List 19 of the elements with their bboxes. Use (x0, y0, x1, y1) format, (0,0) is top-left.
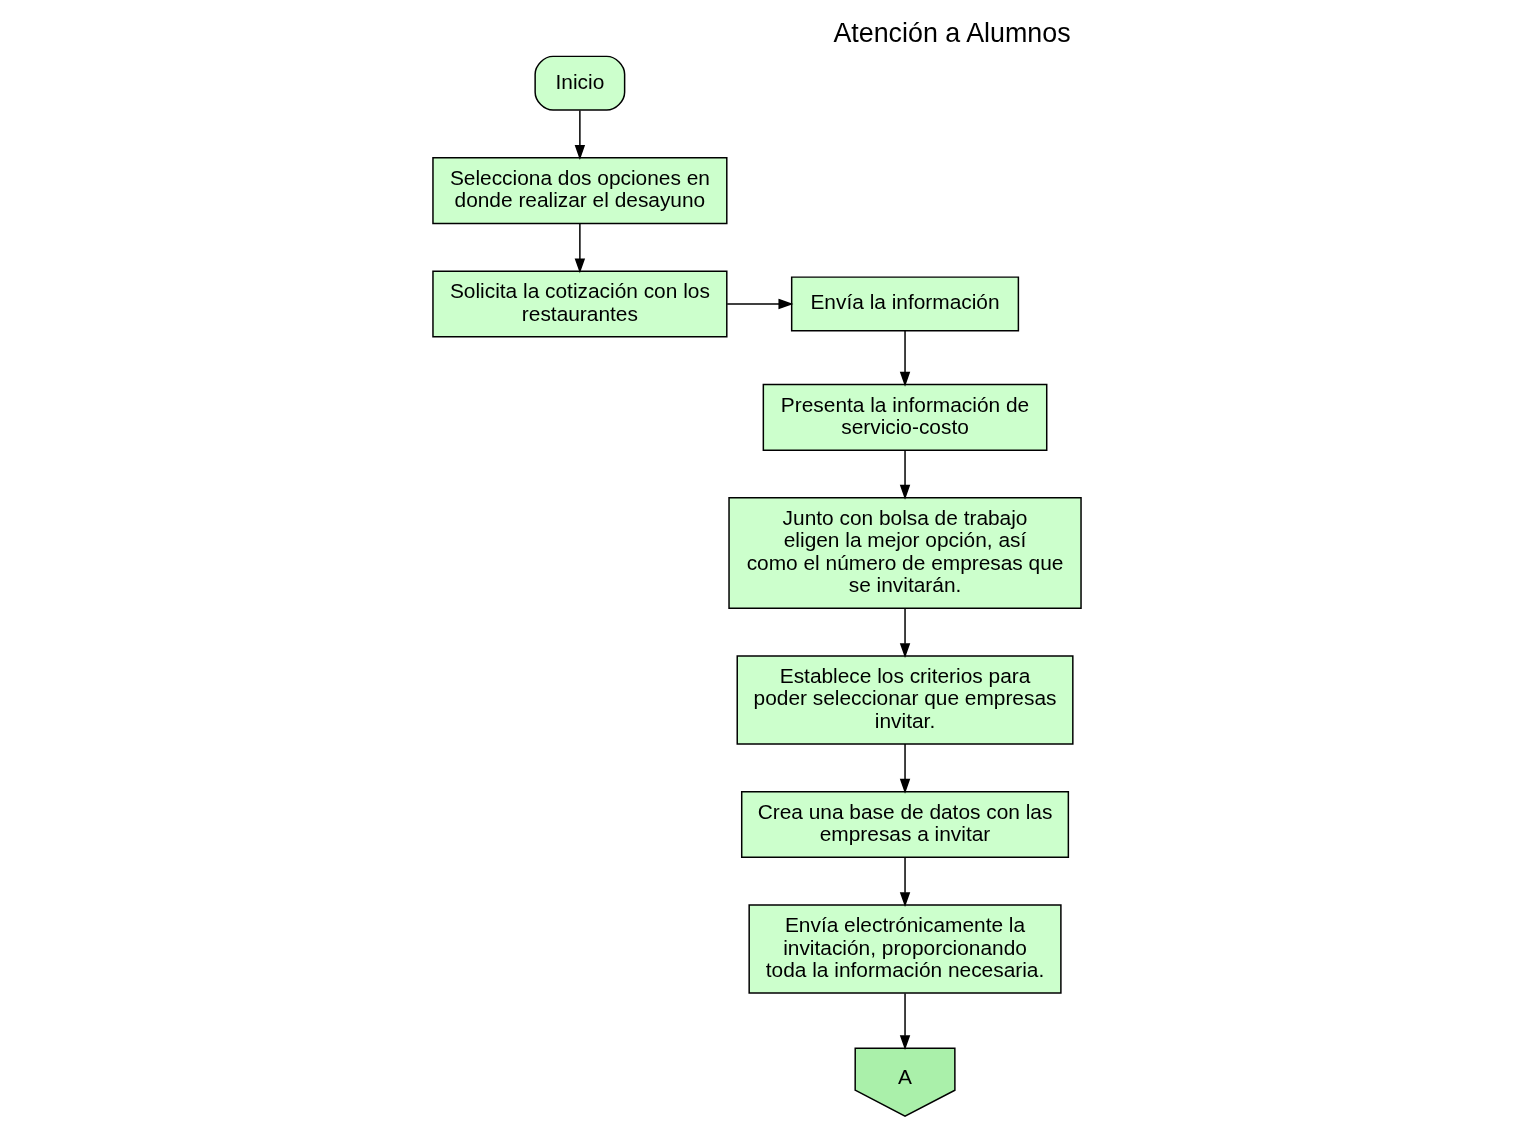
node-box: Presenta la información de servicio-costo (762, 383, 1048, 451)
arrow (899, 607, 911, 659)
node-box: Solicita la cotización con los restaurantes (432, 270, 728, 338)
node-box: Envía la información (790, 276, 1020, 332)
arrow (726, 298, 794, 310)
arrow (899, 857, 911, 908)
node-box: Crea una base de datos con las empresas a invitar (740, 790, 1070, 859)
node-box: Inicio (534, 55, 626, 111)
node-box: Establece los criterios para poder seleccionar que empresas invitar. (736, 655, 1074, 745)
arrow (574, 109, 586, 160)
node-box: Envía electrónicamente la invitación, proporcionando toda la información necesaria. (748, 904, 1062, 994)
diagram-title: Atención a Alumnos (833, 18, 1071, 49)
arrow (899, 330, 911, 387)
arrow (899, 449, 911, 500)
node-box: Junto con bolsa de trabajo eligen la mejor opción, así como el número de empresas que se invitarán. (728, 497, 1082, 609)
arrow (899, 743, 911, 794)
arrow (899, 992, 911, 1051)
arrow (574, 222, 586, 274)
node-box: Selecciona dos opciones en donde realizar el desayuno (432, 157, 728, 225)
